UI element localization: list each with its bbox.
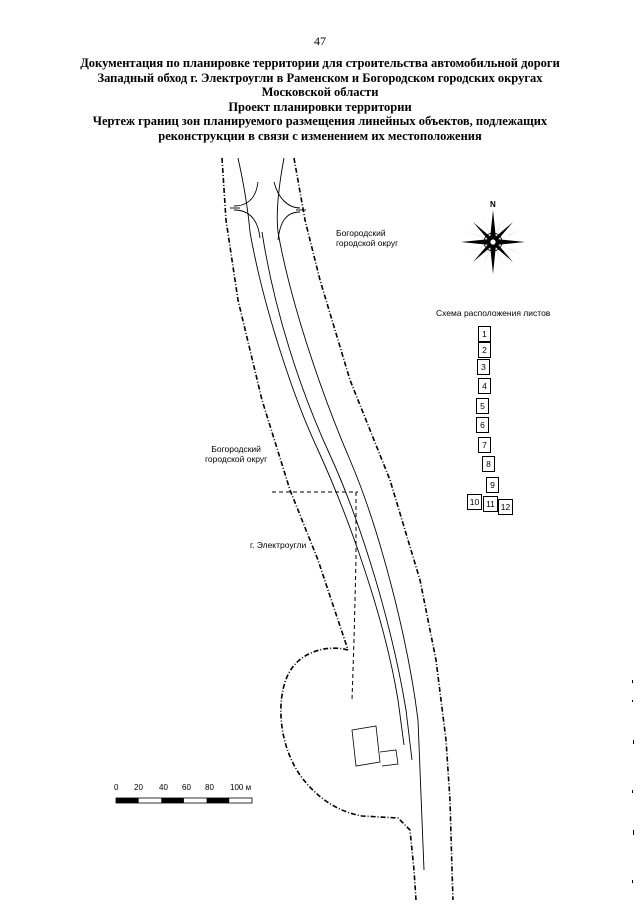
intersection-curve-nw	[233, 181, 259, 207]
district-label-left-line1: Богородский	[211, 444, 261, 454]
sheet-box-7: 7	[478, 437, 491, 453]
document-title: Документация по планировке территории дл…	[40, 56, 600, 144]
zone-boundary-left	[221, 157, 349, 651]
sheet-box-3: 3	[477, 359, 490, 375]
zone-boundary-right	[293, 157, 454, 901]
sheet-box-6: 6	[476, 417, 489, 433]
scale-tick-60: 60	[182, 783, 191, 792]
district-label-left-line2: городской округ	[205, 454, 268, 464]
scale-tick-0: 0	[114, 783, 119, 792]
scan-edge-marks	[632, 680, 634, 883]
title-line-4: Проект планировки территории	[228, 99, 412, 114]
scale-tick-40: 40	[159, 783, 168, 792]
district-label-right-line2: городской округ	[336, 238, 399, 248]
title-line-1: Документация по планировке территории дл…	[80, 56, 560, 70]
scale-tick-20: 20	[134, 783, 143, 792]
sheet-scheme-title: Схема расположения листов	[436, 308, 551, 318]
scale-bar	[115, 797, 253, 804]
building-2	[379, 749, 399, 767]
district-label-right: Богородский городской округ	[336, 228, 398, 248]
road-edge-right	[276, 157, 425, 871]
scale-tick-100: 100 м	[230, 783, 252, 792]
municipal-boundary-v	[351, 492, 357, 701]
title-line-6: реконструкции в связи с изменением их ме…	[158, 128, 482, 143]
zone-boundary	[221, 157, 454, 901]
road-edge-left	[237, 157, 405, 746]
sheet-box-9: 9	[486, 477, 499, 493]
intersection	[230, 181, 306, 241]
town-boundary-arc	[280, 647, 417, 901]
sheet-box-10: 10	[467, 494, 482, 510]
building-1	[351, 725, 381, 767]
scale-tick-80: 80	[205, 783, 214, 792]
road-centerline	[261, 231, 413, 761]
sheet-box-5: 5	[476, 398, 489, 414]
sheet-box-11: 11	[483, 496, 498, 512]
compass-rose	[461, 210, 525, 274]
sheet-box-4: 4	[478, 378, 491, 394]
title-line-2: Западный обход г. Электроугли в Раменско…	[97, 70, 543, 85]
scale-bar-labels: 0 20 40 60 80 100 м	[114, 783, 264, 795]
title-line-5: Чертеж границ зон планируемого размещени…	[92, 114, 548, 129]
intersection-curve-sw	[233, 209, 261, 239]
district-label-right-line1: Богородский	[336, 228, 386, 238]
sheet-box-12: 12	[498, 499, 513, 515]
municipal-boundary	[272, 491, 358, 701]
title-line-3: Московской области	[261, 85, 379, 100]
sheet-box-2: 2	[478, 342, 491, 358]
district-label-left: Богородский городской округ	[205, 444, 267, 464]
intersection-curve-se	[277, 211, 301, 241]
town-label: г. Электроугли	[250, 540, 307, 550]
sheet-box-8: 8	[482, 456, 495, 472]
buildings	[351, 725, 399, 767]
page-number: 47	[314, 34, 326, 48]
sheet-box-1: 1	[478, 326, 491, 342]
intersection-curve-ne	[273, 181, 301, 209]
road	[237, 157, 425, 871]
compass-north-label: N	[490, 200, 496, 209]
